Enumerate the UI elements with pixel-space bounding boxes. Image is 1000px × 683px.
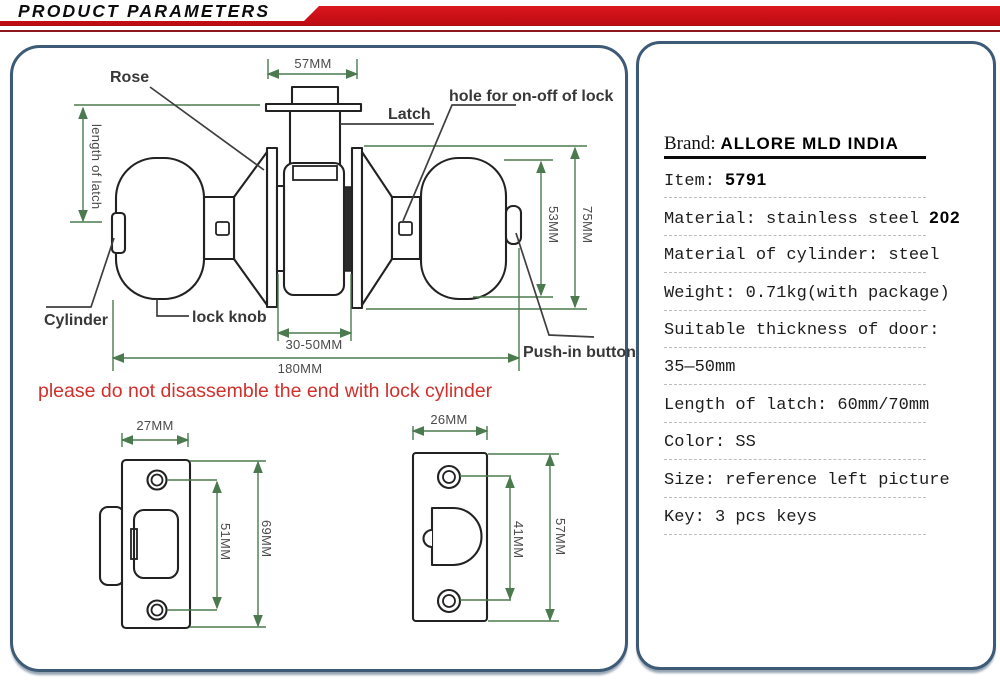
dashed-separator (664, 197, 926, 199)
dashed-separator (664, 496, 926, 498)
spec-text: Material: stainless steel (664, 209, 930, 229)
spec-text: Item: (664, 172, 726, 192)
dashed-separator (664, 346, 926, 348)
spec-text: Material of cylinder: steel (664, 246, 940, 266)
spec-row-key: Key: 3 pcs keys (664, 507, 964, 544)
spec-text: Weight: 0.71kg(with package) (664, 283, 950, 303)
spec-row-door-thickness: Suitable thickness of door: (664, 320, 964, 357)
dashed-separator (664, 421, 926, 423)
spec-text: Key: 3 pcs keys (664, 507, 818, 527)
spec-row-door-thickness-value: 35—50mm (664, 357, 964, 394)
page-title: PRODUCT PARAMETERS (18, 1, 271, 21)
spec-row-weight: Weight: 0.71kg(with package) (664, 283, 964, 320)
spec-row-latch-length: Length of latch: 60mm/70mm (664, 395, 964, 432)
spec-text: Suitable thickness of door: (664, 320, 940, 340)
dashed-separator (664, 234, 926, 236)
spec-text: 202 (929, 207, 961, 227)
spec-row-size: Size: reference left picture (664, 470, 964, 507)
spec-text: 5791 (725, 170, 768, 190)
diagram-panel (10, 45, 628, 672)
spec-text: Brand: (664, 133, 721, 154)
solid-separator (664, 156, 926, 159)
spec-row-item: Item: 5791 (664, 170, 964, 207)
spec-row-color: Color: SS (664, 432, 964, 469)
spec-row-brand: Brand: ALLORE MLD INDIA (664, 133, 964, 170)
dashed-separator (664, 309, 926, 311)
dashed-separator (664, 533, 926, 535)
spec-text: Color: SS (664, 433, 756, 453)
spec-text: ALLORE MLD INDIA (720, 134, 899, 153)
dashed-separator (664, 459, 926, 461)
spec-text: Size: reference left picture (664, 470, 950, 490)
dashed-separator (664, 272, 926, 274)
header-underline (0, 30, 1000, 32)
spec-row-material: Material: stainless steel 202 (664, 208, 964, 245)
dashed-separator (664, 384, 926, 386)
spec-text: 35—50mm (664, 358, 736, 378)
spec-row-cylinder-material: Material of cylinder: steel (664, 245, 964, 282)
spec-text: Length of latch: 60mm/70mm (664, 395, 930, 415)
